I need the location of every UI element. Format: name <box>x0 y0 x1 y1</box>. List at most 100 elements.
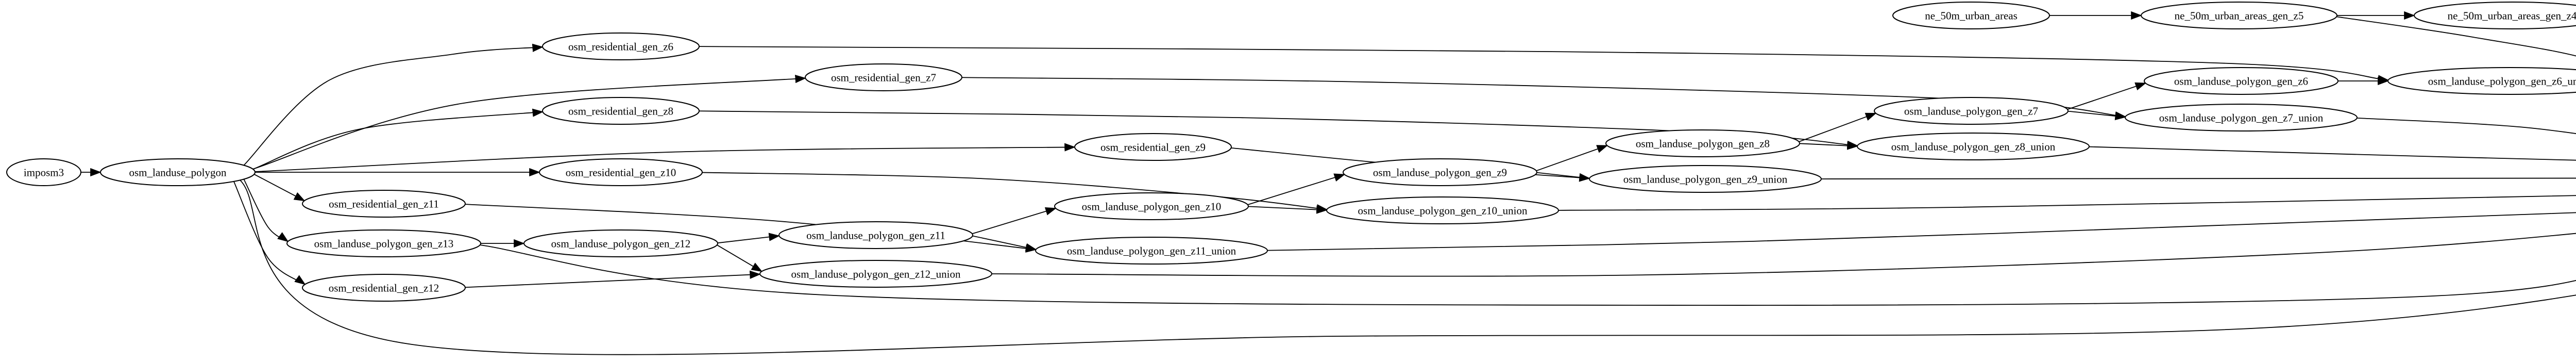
node-osm_landuse_polygon_gen_z6_union: osm_landuse_polygon_gen_z6_union <box>2387 67 2576 95</box>
node-osm_residential_gen_z9: osm_residential_gen_z9 <box>1074 133 1232 161</box>
edge-osm_landuse_polygon_gen_z11_union-to-layer_landuse-z11 <box>1267 212 2576 251</box>
edge-osm_landuse_polygon-to-osm_residential_gen_z6 <box>243 43 544 166</box>
edge-osm_landuse_polygon-to-layer_landuse-z14+ <box>240 179 2576 355</box>
node-osm_landuse_polygon_gen_z8_union: osm_landuse_polygon_gen_z8_union <box>1857 133 2090 160</box>
node-osm_residential_gen_z11: osm_residential_gen_z11 <box>302 190 466 218</box>
node-osm_landuse_polygon_gen_z8: osm_landuse_polygon_gen_z8 <box>1605 129 1800 157</box>
node-osm_residential_gen_z8: osm_residential_gen_z8 <box>542 97 700 125</box>
node-osm_residential_gen_z12: osm_residential_gen_z12 <box>302 274 466 302</box>
node-osm_landuse_polygon_gen_z11_union: osm_landuse_polygon_gen_z11_union <box>1035 237 1268 265</box>
node-label: osm_landuse_polygon_gen_z10 <box>1082 200 1222 212</box>
node-ellipse <box>523 229 718 257</box>
node-ellipse <box>2387 67 2576 95</box>
edge-osm_landuse_polygon_gen_z12_union-to-layer_landuse-z12 <box>991 233 2576 277</box>
edge-osm_landuse_polygon-to-osm_residential_gen_z11 <box>253 174 306 202</box>
edge-osm_residential_gen_z12-to-osm_landuse_polygon_gen_z12_union <box>465 270 761 288</box>
node-ellipse <box>805 63 962 91</box>
node-label: osm_landuse_polygon_gen_z12 <box>551 237 691 250</box>
edge-osm_landuse_polygon-to-osm_residential_gen_z7 <box>252 74 807 170</box>
node-osm_residential_gen_z7: osm_residential_gen_z7 <box>805 63 962 91</box>
node-label: ne_50m_urban_areas <box>1925 9 2018 22</box>
node-ne_50m_urban_areas: ne_50m_urban_areas <box>1892 2 2050 29</box>
node-label: osm_landuse_polygon_gen_z9_union <box>1623 173 1788 185</box>
node-label: osm_landuse_polygon_gen_z11 <box>806 229 945 241</box>
node-ellipse <box>1054 192 1249 220</box>
node-label: osm_residential_gen_z7 <box>831 71 936 84</box>
edge-osm_landuse_polygon_gen_z9-to-osm_landuse_polygon_gen_z8 <box>1536 145 1608 172</box>
node-label: ne_50m_urban_areas_gen_z4 <box>2448 9 2576 22</box>
node-label: osm_landuse_polygon_gen_z11_union <box>1067 244 1236 257</box>
node-ellipse <box>286 229 481 257</box>
edge-osm_landuse_polygon_gen_z8-to-osm_landuse_polygon_gen_z8_union <box>1799 141 1858 150</box>
edge-osm_landuse_polygon_gen_z7-to-osm_landuse_polygon_gen_z6 <box>2067 82 2147 110</box>
node-ellipse <box>542 32 700 60</box>
node-osm_landuse_polygon_gen_z9: osm_landuse_polygon_gen_z9 <box>1343 158 1537 186</box>
node-label: osm_landuse_polygon_gen_z8 <box>1636 137 1770 150</box>
node-ellipse <box>2141 2 2337 29</box>
node-osm_residential_gen_z10: osm_residential_gen_z10 <box>539 158 703 186</box>
node-ne_50m_urban_areas_gen_z4: ne_50m_urban_areas_gen_z4 <box>2414 2 2576 29</box>
node-ellipse <box>1874 97 2069 125</box>
node-label: ne_50m_urban_areas_gen_z5 <box>2175 9 2304 22</box>
edge-osm_landuse_polygon_gen_z10_union-to-layer_landuse-z10 <box>1558 195 2576 211</box>
nodes: imposm3 osm_landuse_polygon osm_residentia… <box>6 2 2576 302</box>
edge-ne_50m_urban_areas_gen_z5-to-layer_landuse-z5 <box>2336 16 2576 57</box>
node-label: osm_landuse_polygon_gen_z6 <box>2174 75 2308 87</box>
node-label: osm_landuse_polygon <box>129 166 227 178</box>
edge-osm_residential_gen_z10-to-osm_landuse_polygon_gen_z10_union <box>702 172 1328 213</box>
node-label: osm_landuse_polygon_gen_z8_union <box>1891 140 2056 153</box>
edge-osm_landuse_polygon_gen_z8-to-osm_landuse_polygon_gen_z7 <box>1799 112 1877 142</box>
node-ne_50m_urban_areas_gen_z5: ne_50m_urban_areas_gen_z5 <box>2141 2 2337 29</box>
node-ellipse <box>1343 158 1537 186</box>
node-label: imposm3 <box>24 166 64 178</box>
node-label: osm_landuse_polygon_gen_z6_union <box>2428 75 2576 87</box>
node-osm_landuse_polygon: osm_landuse_polygon <box>100 158 256 186</box>
node-osm_landuse_polygon_gen_z10: osm_landuse_polygon_gen_z10 <box>1054 192 1249 220</box>
node-label: osm_residential_gen_z11 <box>329 198 439 210</box>
node-ellipse <box>1605 129 1800 157</box>
edge-osm_landuse_polygon-to-osm_residential_gen_z8 <box>252 108 544 170</box>
node-ellipse <box>2144 67 2338 95</box>
edge-osm_landuse_polygon_gen_z11-to-osm_landuse_polygon_gen_z10 <box>972 207 1057 235</box>
node-osm_landuse_polygon_gen_z7: osm_landuse_polygon_gen_z7 <box>1874 97 2069 125</box>
edge-osm_landuse_polygon_gen_z8_union-to-layer_landuse-z8 <box>2089 146 2576 161</box>
node-ellipse <box>542 97 700 125</box>
edge-osm_landuse_polygon-to-osm_residential_gen_z9 <box>255 143 1076 172</box>
node-osm_residential_gen_z6: osm_residential_gen_z6 <box>542 32 700 60</box>
node-ellipse <box>1857 133 2090 160</box>
edge-osm_landuse_polygon_gen_z9-to-osm_landuse_polygon_gen_z9_union <box>1536 172 1590 182</box>
node-ellipse <box>1892 2 2050 29</box>
node-ellipse <box>302 190 466 218</box>
node-ellipse <box>1035 237 1268 265</box>
edge-osm_landuse_polygon_gen_z7-to-osm_landuse_polygon_gen_z7_union <box>2067 110 2126 121</box>
node-label: osm_landuse_polygon_gen_z7 <box>1904 105 2038 117</box>
node-ellipse <box>539 158 703 186</box>
node-ellipse <box>100 158 256 186</box>
edge-osm_landuse_polygon_gen_z13-to-layer_landuse-z13 <box>480 244 2576 306</box>
node-ellipse <box>759 260 992 288</box>
edge-osm_landuse_polygon-to-osm_landuse_polygon_gen_z13 <box>243 179 289 242</box>
edge-osm_landuse_polygon_gen_z7_union-to-layer_landuse-z7 <box>2357 117 2576 135</box>
node-ellipse <box>1074 133 1232 161</box>
edge-osm_residential_gen_z6-to-osm_landuse_polygon_gen_z6_union <box>699 46 2389 84</box>
node-osm_landuse_polygon_gen_z9_union: osm_landuse_polygon_gen_z9_union <box>1589 165 1822 193</box>
node-label: osm_landuse_polygon_gen_z13 <box>314 237 454 250</box>
node-ellipse <box>302 274 466 302</box>
node-label: osm_landuse_polygon_gen_z12_union <box>791 268 961 280</box>
node-label: osm_landuse_polygon_gen_z10_union <box>1358 204 1528 217</box>
node-ellipse <box>1589 165 1822 193</box>
node-osm_landuse_polygon_gen_z10_union: osm_landuse_polygon_gen_z10_union <box>1326 196 1559 224</box>
node-ellipse <box>778 221 973 249</box>
edge-osm_landuse_polygon-to-osm_residential_gen_z12 <box>233 181 306 285</box>
node-label: osm_residential_gen_z6 <box>568 40 673 53</box>
edge-osm_residential_gen_z11-to-osm_landuse_polygon_gen_z11_union <box>465 204 1037 253</box>
edge-osm_landuse_polygon_gen_z9_union-to-layer_landuse-z9 <box>1821 177 2576 179</box>
node-ellipse <box>1326 196 1559 224</box>
node-label: osm_residential_gen_z10 <box>566 166 676 178</box>
node-ellipse <box>6 158 81 186</box>
edge-osm_landuse_polygon_gen_z10-to-osm_landuse_polygon_gen_z9 <box>1247 173 1346 205</box>
node-label: osm_landuse_polygon_gen_z9 <box>1373 166 1507 178</box>
